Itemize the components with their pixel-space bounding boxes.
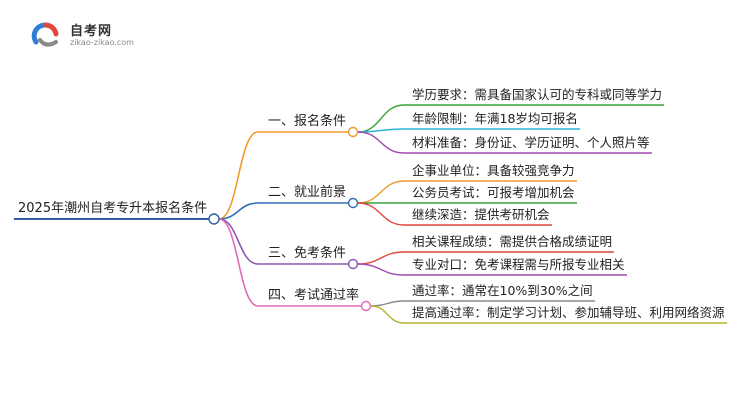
leaf-education-requirement: 学历要求：需具备国家认可的专科或同等学力: [412, 87, 663, 102]
edge-branch-1-to-leaf-0: [357, 180, 405, 204]
leaf-materials: 材料准备：身份证、学历证明、个人照片等: [412, 135, 650, 150]
edge-branch-2-to-leaf-1: [357, 263, 405, 276]
edge-branch-3-to-leaf-0: [370, 300, 405, 307]
leaf-civil-service: 公务员考试：可报考增加机会: [412, 185, 575, 200]
root-node-circle: [208, 213, 220, 225]
branch-node-circle-0: [347, 126, 359, 138]
leaf-major-match: 专业对口：免考课程需与所报专业相关: [412, 257, 625, 272]
edge-branch-1-to-leaf-2: [357, 202, 405, 226]
branch-pass-rate: 四、考试通过率: [268, 288, 360, 303]
logo-title: 自考网: [70, 24, 113, 39]
branch-employment-prospects: 二、就业前景: [268, 185, 347, 200]
logo-url: zikao-zikao.com: [70, 38, 134, 47]
branch-node-circle-2: [347, 258, 359, 270]
edge-root-to-branch-3: [218, 218, 259, 307]
leaf-course-scores: 相关课程成绩：需提供合格成绩证明: [412, 234, 613, 249]
edge-branch-3-to-leaf-1: [370, 305, 405, 324]
leaf-pass-rate: 通过率：通常在10%到30%之间: [412, 283, 593, 298]
branch-registration-conditions: 一、报名条件: [268, 114, 347, 129]
site-logo[interactable]: 自考网 zikao-zikao.com: [30, 18, 150, 54]
leaf-further-study: 继续深造：提供考研机会: [412, 207, 550, 222]
edge-root-to-branch-0: [218, 131, 259, 220]
root-topic: 2025年潮州自考专升本报名条件: [18, 201, 208, 216]
edge-root-to-branch-1: [218, 202, 259, 220]
leaf-enterprises: 企事业单位：具备较强竞争力: [412, 163, 575, 178]
leaf-improve-pass-rate: 提高通过率：制定学习计划、参加辅导班、利用网络资源: [412, 305, 725, 320]
edge-branch-0-to-leaf-0: [357, 104, 405, 133]
edge-branch-2-to-leaf-0: [357, 251, 405, 265]
edge-root-to-branch-2: [218, 218, 259, 265]
leaf-age-limit: 年龄限制：年满18岁均可报名: [412, 111, 578, 126]
branch-node-circle-3: [360, 300, 372, 312]
branch-exemption-conditions: 三、免考条件: [268, 246, 347, 261]
logo-mark-icon: [31, 22, 59, 47]
edge-branch-0-to-leaf-2: [357, 131, 405, 154]
branch-node-circle-1: [347, 197, 359, 209]
